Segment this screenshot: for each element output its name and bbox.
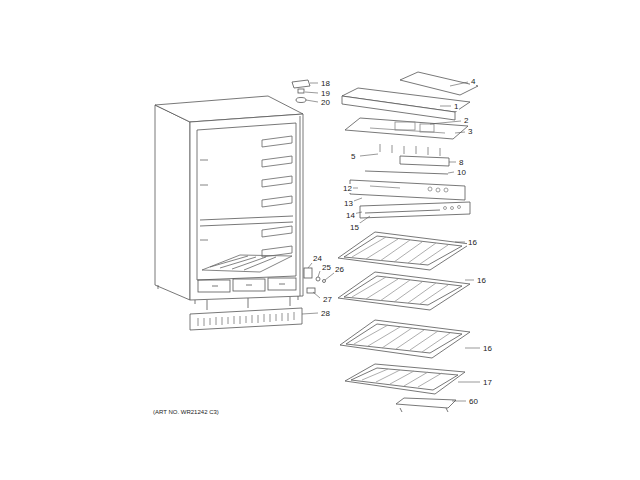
callout-number: 12 xyxy=(342,184,353,193)
callout-number: 8 xyxy=(458,158,464,167)
callout-number: 1 xyxy=(453,102,459,111)
callout-number: 27 xyxy=(322,295,333,304)
callout-number: 14 xyxy=(345,211,356,220)
callout-number: 26 xyxy=(334,265,345,274)
callout-number: 5 xyxy=(350,152,356,161)
callout-number: 10 xyxy=(456,168,467,177)
callout-number: 18 xyxy=(320,79,331,88)
callout-number: 16 xyxy=(476,276,487,285)
callout-number: 16 xyxy=(482,344,493,353)
callout-number: 19 xyxy=(320,89,331,98)
art-number: (ART NO. WR21242 C3) xyxy=(152,409,220,416)
callout-number: 20 xyxy=(320,98,331,107)
callout-number: 25 xyxy=(321,263,332,272)
callout-number: 24 xyxy=(312,254,323,263)
callout-number: 28 xyxy=(320,309,331,318)
callout-number: 15 xyxy=(349,223,360,232)
callout-number: 60 xyxy=(468,397,479,406)
callout-number: 3 xyxy=(467,127,473,136)
callout-number: 16 xyxy=(467,238,478,247)
callout-number: 4 xyxy=(470,77,476,86)
callout-number: 2 xyxy=(463,116,469,125)
callout-number: 13 xyxy=(343,199,354,208)
callout-number: 17 xyxy=(482,378,493,387)
